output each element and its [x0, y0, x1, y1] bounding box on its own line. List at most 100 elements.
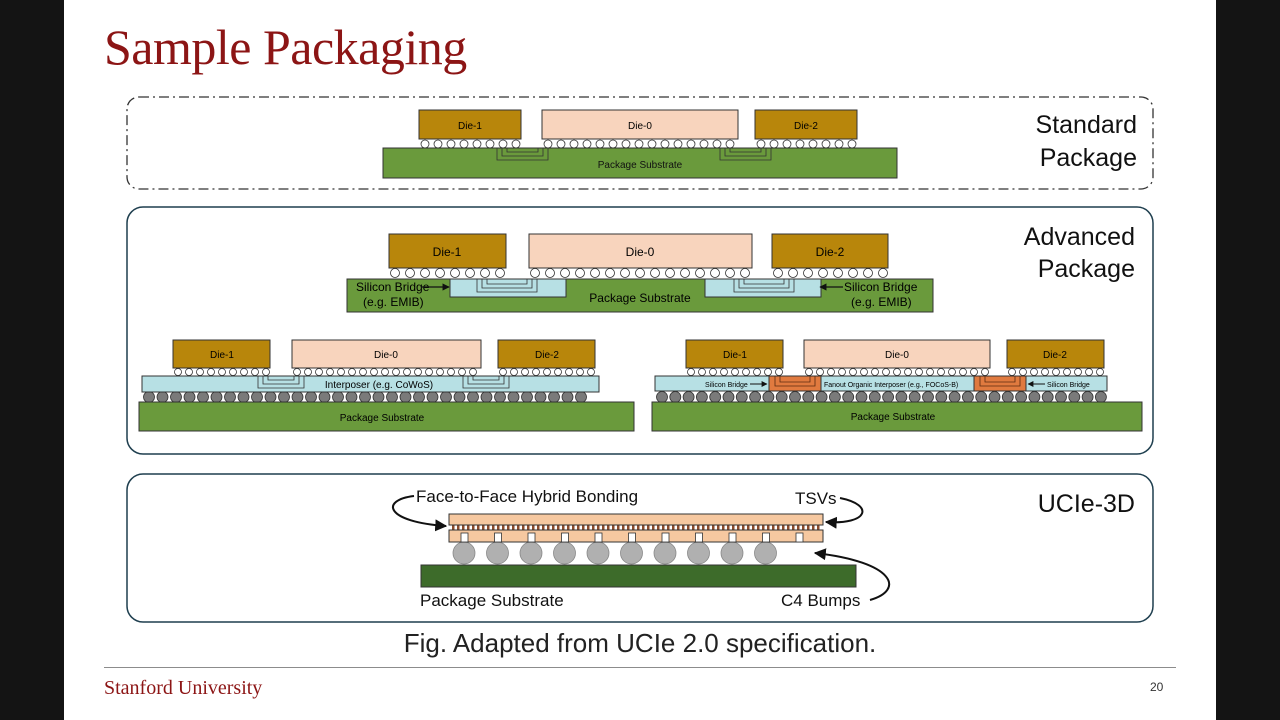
- tsv: [628, 532, 636, 543]
- c4-bump: [183, 391, 196, 403]
- c4-bump: [170, 391, 182, 403]
- hybrid-bond-pad: [512, 525, 515, 530]
- microbump: [485, 139, 495, 149]
- microbump: [446, 139, 456, 149]
- hybrid-bond-pad: [647, 525, 650, 530]
- hybrid-bond-pad: [687, 525, 690, 530]
- microbump: [773, 268, 783, 278]
- tsv: [661, 532, 670, 543]
- cowos-die-1: [172, 339, 271, 369]
- microbump: [725, 139, 735, 149]
- microbump: [595, 139, 605, 149]
- c4-bump: [575, 391, 587, 403]
- microbump: [833, 268, 843, 278]
- microbump: [680, 268, 690, 278]
- hybrid-bond-pad: [747, 525, 750, 530]
- microbump: [458, 368, 466, 376]
- microbump: [420, 139, 430, 149]
- advanced-emib-die-1: [388, 233, 507, 269]
- c4-bump: [534, 391, 547, 403]
- microbump: [1096, 368, 1104, 376]
- c4-bump: [722, 391, 735, 403]
- c4-bump: [1015, 391, 1027, 403]
- microbump: [582, 139, 592, 149]
- microbump: [904, 368, 912, 376]
- tsvs-arrow: [824, 497, 864, 529]
- advanced-emib-die-2-label: Die-2: [816, 245, 845, 259]
- c4-bump: [762, 391, 775, 403]
- focos-die-1: [685, 339, 784, 369]
- hybrid-bond-pads: [452, 525, 820, 530]
- microbump: [390, 268, 400, 278]
- c4-bump: [1081, 391, 1094, 403]
- focos-bridge-right-label: Silicon Bridge: [1047, 382, 1090, 389]
- c4-bump: [440, 391, 452, 403]
- microbump: [576, 368, 584, 376]
- hybrid-bond-pad: [612, 525, 615, 530]
- c4-bump: [210, 391, 223, 403]
- microbump: [530, 268, 540, 278]
- microbump: [621, 139, 631, 149]
- focos-die-1-label: Die-1: [723, 350, 747, 361]
- c4-bump: [829, 391, 841, 403]
- microbump: [720, 368, 728, 376]
- focos-c4-bumps: [656, 391, 1107, 403]
- microbump: [196, 368, 204, 376]
- hybrid-bond-pad: [792, 525, 795, 530]
- c4-bump: [278, 391, 290, 403]
- tsv: [728, 532, 737, 543]
- focos-bridge-left-label: Silicon Bridge: [705, 382, 748, 389]
- ucie3d-label: UCIe-3D: [1038, 490, 1135, 518]
- standard-die-1-label: Die-1: [458, 121, 482, 132]
- microbump: [709, 368, 717, 376]
- hybrid-bond-pad: [702, 525, 705, 530]
- hybrid-bonding-label: Face-to-Face Hybrid Bonding: [416, 487, 638, 506]
- microbump: [1041, 368, 1049, 376]
- c4-bump: [305, 391, 317, 403]
- standard-routing-left: [496, 148, 549, 161]
- standard-die-0: [541, 109, 739, 140]
- c4-bump: [696, 391, 708, 403]
- c4-bump: [653, 541, 677, 565]
- standard-die-1: [418, 109, 522, 140]
- bridge-right-label-line2: (e.g. EMIB): [851, 295, 912, 309]
- hybrid-bond-pad: [532, 525, 535, 530]
- hybrid-bond-pad: [477, 525, 480, 530]
- microbump: [712, 139, 722, 149]
- microbump: [795, 139, 805, 149]
- hybrid-bond-pad: [812, 525, 815, 530]
- microbump: [472, 139, 482, 149]
- microbump: [207, 368, 215, 376]
- bridge-left-label-line1: Silicon Bridge: [356, 280, 430, 294]
- microbump: [647, 139, 657, 149]
- c4-bump: [480, 391, 493, 403]
- microbump: [543, 139, 553, 149]
- c4-bump: [895, 391, 908, 403]
- hybrid-bond-pad: [742, 525, 745, 530]
- c4-bump: [494, 391, 506, 403]
- microbump: [532, 368, 540, 376]
- hybrid-bond-pad: [517, 525, 520, 530]
- c4-bump: [561, 391, 574, 403]
- microbump: [893, 368, 901, 376]
- microbump: [414, 368, 422, 376]
- advanced-emib-substrate-label: Package Substrate: [589, 291, 691, 305]
- c4-bump: [345, 391, 358, 403]
- c4-bump: [1068, 391, 1081, 403]
- microbump: [605, 268, 615, 278]
- standard-substrate-label: Package Substrate: [598, 160, 683, 171]
- c4-bump: [291, 391, 304, 403]
- microbump: [788, 268, 798, 278]
- hybrid-bond-pad: [657, 525, 660, 530]
- focos-routing: [774, 376, 1021, 387]
- focos-substrate: [651, 401, 1143, 432]
- hybrid-bond-pad: [452, 525, 455, 530]
- cowos-substrate-label: Package Substrate: [340, 413, 425, 424]
- c4-bump: [143, 391, 155, 403]
- c4-bump: [237, 391, 250, 403]
- hybrid-bond-pad: [662, 525, 665, 530]
- microbump: [740, 268, 750, 278]
- hybrid-bond-pad: [752, 525, 755, 530]
- hybrid-bond-pad: [502, 525, 505, 530]
- microbump: [687, 368, 695, 376]
